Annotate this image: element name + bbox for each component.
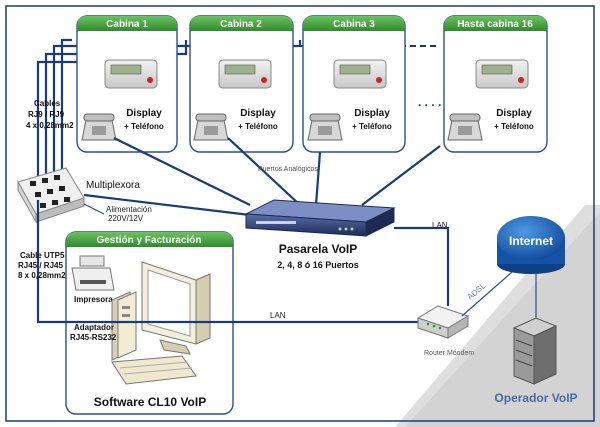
adsl-label: ADSL [466, 281, 488, 302]
utp-cable [36, 200, 418, 324]
cabin-3-phone-label: + Teléfono [352, 122, 392, 131]
phone-2-to-gateway [227, 137, 301, 206]
telephone-icon [81, 113, 117, 141]
analog-ports-label: Puertos Analógicos [258, 166, 318, 173]
cables-label-line-1: Cables [34, 99, 61, 108]
cabin-3-title: Cabina 3 [333, 19, 375, 30]
internet-label: Internet [509, 234, 553, 248]
cabin-2-display-label: Display [240, 108, 276, 119]
lan-gateway-to-router [394, 226, 450, 306]
gateway-title: Pasarela VoIP [279, 242, 358, 256]
phone-3-to-gateway [314, 151, 322, 206]
more-cabins-dots: . . . . [418, 95, 441, 109]
cabin-2-phone-label: + Teléfono [238, 122, 278, 131]
multiplexer-device [17, 167, 85, 224]
printer-icon [71, 255, 115, 291]
cables-label-line-2: RJ9 / RJ9 [28, 110, 65, 119]
lan-label-bottom: LAN [270, 311, 286, 320]
router-modem-icon [416, 305, 470, 339]
router-label: Router Móodem [424, 350, 474, 357]
adsl-link [461, 271, 513, 317]
operator-server-icon [512, 317, 558, 385]
telephone-icon [447, 113, 483, 141]
keyboard-icon [111, 355, 197, 385]
lan-label-right: LAN [432, 221, 448, 230]
voip-gateway-device [244, 199, 396, 237]
cabin-16-title: Hasta cabina 16 [457, 19, 533, 30]
power-label-line-2: 220V/12V [108, 214, 144, 223]
telephone-icon [307, 113, 343, 141]
utp-label-line-2: RJ45 / RJ45 [18, 261, 63, 270]
cabin-1-title: Cabina 1 [106, 19, 148, 30]
multiplexer-to-gateway [83, 193, 251, 217]
software-title: Software CL10 VoIP [94, 395, 206, 409]
display-device-icon [218, 59, 272, 89]
display-device-icon [104, 59, 158, 89]
display-device-icon [475, 59, 529, 89]
phone-1-to-gateway [113, 137, 251, 206]
display-device-icon [333, 59, 387, 89]
gateway-subtitle: 2, 4, 8 ó 16 Puertos [277, 260, 359, 270]
pc-tower-icon [111, 291, 137, 361]
cabin-16-display-label: Display [496, 108, 532, 119]
internet-cloud-icon [497, 216, 565, 274]
cables-label-line-3: 4 x 0,28mm2 [26, 121, 74, 130]
operator-label: Operador VoIP [494, 391, 577, 405]
cabin-16-phone-label: + Teléfono [494, 122, 534, 131]
telephone-icon [193, 113, 229, 141]
cabin-2-title: Cabina 2 [220, 19, 262, 30]
multiplexer-label: Multiplexora [86, 180, 140, 191]
adapter-label-line-1: Adaptador [74, 323, 114, 332]
monitor-icon [141, 261, 211, 355]
cabin-1-display-label: Display [126, 108, 162, 119]
phone-16-to-gateway [361, 145, 441, 206]
cabin-1-phone-label: + Teléfono [124, 122, 164, 131]
utp-label-line-3: 8 x 0,28mm2 [18, 271, 66, 280]
adapter-label-line-2: RJ45-RS232 [70, 333, 117, 342]
power-label-line-1: Alimentación [106, 205, 152, 214]
cable-cabin-16 [60, 38, 72, 200]
printer-label: Impresora [74, 295, 113, 304]
billing-panel-title: Gestión y Facturación [96, 235, 201, 246]
cabin-3-display-label: Display [354, 108, 390, 119]
diagram-frame [5, 5, 595, 422]
cable-cabin-1 [36, 60, 82, 200]
power-cable [83, 203, 105, 215]
utp-label-line-1: Cable UTP5 [20, 251, 65, 260]
